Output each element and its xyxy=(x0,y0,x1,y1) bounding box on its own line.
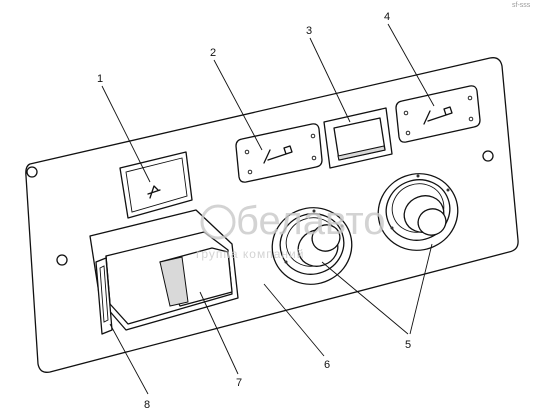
watermark: белавто группа компаний xyxy=(196,199,385,261)
leader-line-5b xyxy=(409,243,433,335)
callout-5: 5 xyxy=(405,339,411,351)
watermark-text: белавто xyxy=(236,199,385,243)
callout-3: 3 xyxy=(306,25,312,37)
part-8-rocker-housing xyxy=(95,257,113,335)
callout-8: 8 xyxy=(144,399,150,411)
part-5-push-button-left xyxy=(271,207,353,285)
leader-line-1 xyxy=(101,85,151,183)
mounting-hole-bottom-left xyxy=(56,254,68,266)
callout-7: 7 xyxy=(236,377,242,389)
leader-line-2 xyxy=(213,59,263,151)
leader-line-4 xyxy=(387,23,435,107)
part-1-indicator-lamp xyxy=(119,151,193,219)
leader-line-6 xyxy=(263,283,325,357)
part-4-wiper-symbol-plate xyxy=(395,85,481,143)
part-2-wiper-symbol-plate xyxy=(235,123,323,183)
mounting-hole-top-left xyxy=(26,166,38,178)
watermark-subtext: группа компаний xyxy=(196,247,304,261)
callouts: 1 2 3 4 5 6 7 8 xyxy=(97,11,411,411)
leader-line-7 xyxy=(199,291,239,375)
callout-4: 4 xyxy=(384,11,390,23)
leader-lines xyxy=(101,23,435,395)
mounting-hole-right xyxy=(482,150,494,162)
leader-line-8 xyxy=(109,323,149,395)
leader-line-3 xyxy=(309,37,351,123)
part-7-large-rocker-switch xyxy=(89,209,239,331)
callout-6: 6 xyxy=(324,359,330,371)
callout-2: 2 xyxy=(210,47,216,59)
corner-mark: sf-sss xyxy=(512,2,531,9)
leader-line-5a xyxy=(321,261,409,335)
part-3-rocker-switch xyxy=(323,107,393,169)
callout-1: 1 xyxy=(97,73,103,85)
part-5-push-button-right xyxy=(377,173,459,251)
